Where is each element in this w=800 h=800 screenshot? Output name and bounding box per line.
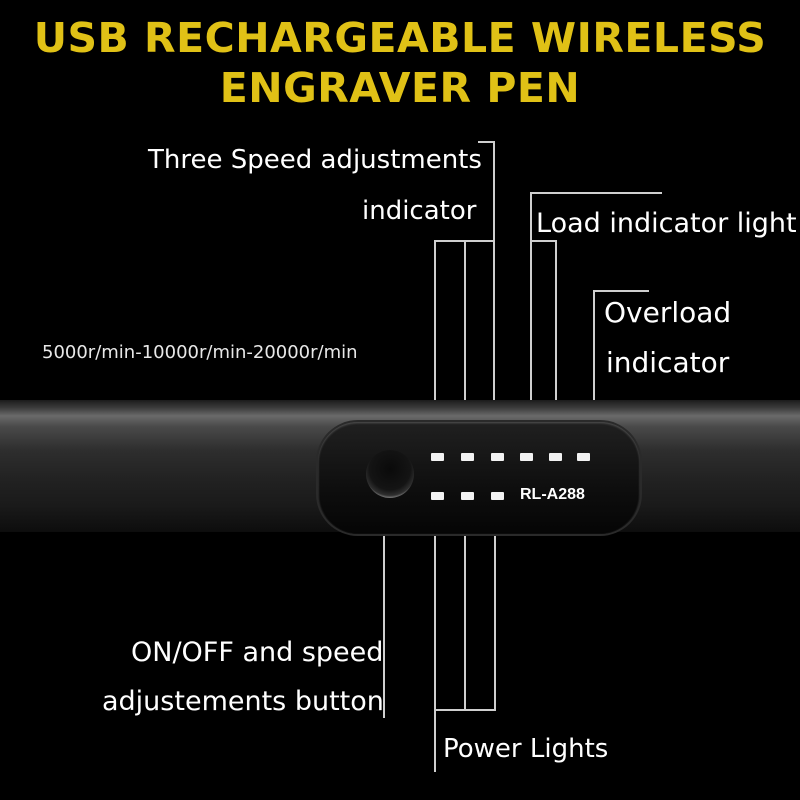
- speed-led-1: [431, 453, 444, 461]
- power-leader-cap: [434, 709, 496, 711]
- speed-leader-vertical-main: [493, 141, 495, 404]
- load-leader-horizontal: [530, 192, 662, 194]
- power-button[interactable]: [366, 450, 414, 498]
- power-led-2: [461, 492, 474, 500]
- onoff-button-label-line-1: ON/OFF and speed: [131, 637, 384, 668]
- load-led: [520, 453, 533, 461]
- speed-indicator-label-line-2: indicator: [362, 196, 477, 226]
- power-lights-label: Power Lights: [443, 734, 609, 764]
- speed-leader-vertical-1: [434, 240, 436, 404]
- speed-led-3: [491, 453, 504, 461]
- onoff-button-label-line-2: adjustements button: [102, 686, 384, 717]
- speed-values-label: 5000r/min-10000r/min-20000r/min: [42, 342, 358, 363]
- power-leader-vertical-1: [434, 532, 436, 772]
- power-leader-vertical-2: [464, 532, 466, 710]
- speed-leader-vertical-2: [464, 240, 466, 404]
- power-leader-vertical-3: [494, 532, 496, 710]
- model-number: RL-A288: [520, 486, 585, 503]
- speed-led-2: [461, 453, 474, 461]
- power-led-3: [491, 492, 504, 500]
- load-leader-cap: [530, 240, 557, 242]
- headline-line-2: ENGRAVER PEN: [219, 64, 581, 112]
- speed-leader-horizontal: [478, 141, 494, 143]
- overload-indicator-label-line-2: indicator: [606, 346, 730, 379]
- load-indicator-label: Load indicator light: [536, 208, 797, 239]
- headline-line-1: USB RECHARGEABLE WIRELESS: [33, 14, 767, 62]
- speed-indicator-label-line-1: Three Speed adjustments: [148, 145, 482, 175]
- load-led-2: [549, 453, 562, 461]
- overload-leader-horizontal: [593, 290, 649, 292]
- overload-indicator-label-line-1: Overload: [604, 296, 732, 329]
- load-leader-vertical-2: [555, 240, 557, 404]
- overload-led: [577, 453, 590, 461]
- onoff-leader-vertical: [383, 532, 385, 718]
- power-led-1: [431, 492, 444, 500]
- overload-leader-vertical: [593, 290, 595, 404]
- load-leader-vertical: [530, 192, 532, 404]
